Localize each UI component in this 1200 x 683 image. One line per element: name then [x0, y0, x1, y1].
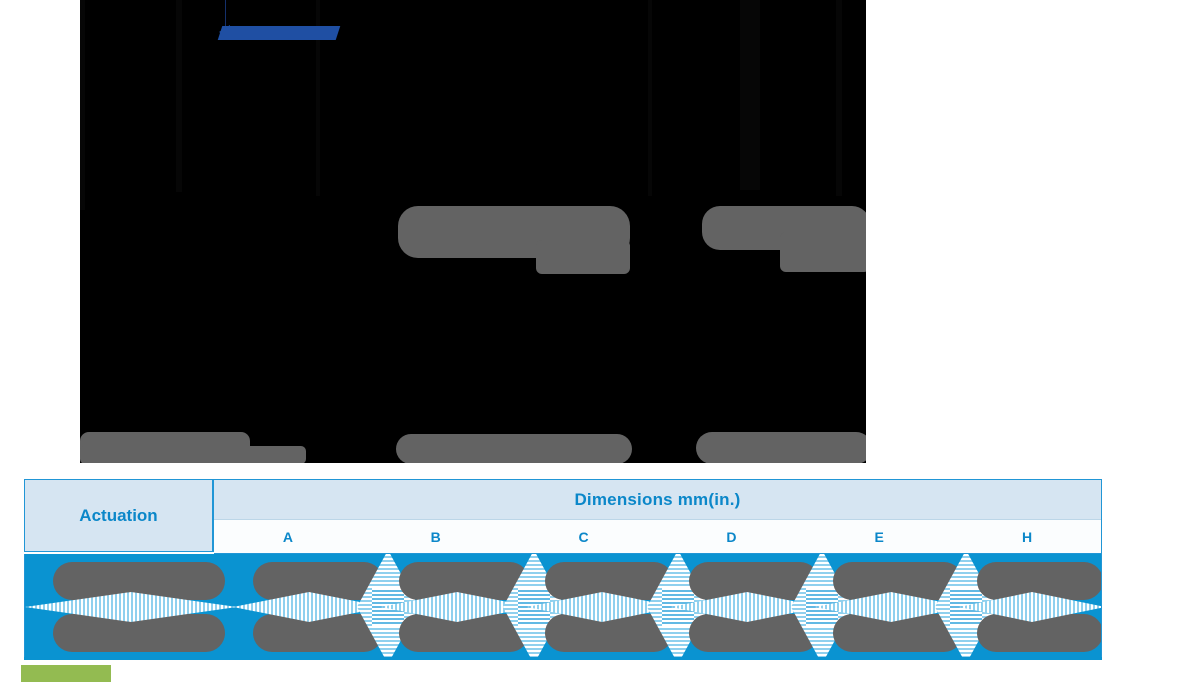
drawing-stroke	[176, 0, 182, 192]
column-header-d: D	[726, 528, 737, 545]
table-row	[24, 554, 1102, 660]
column-header-a: A	[282, 528, 293, 545]
redaction-block	[80, 446, 306, 463]
column-header-b: B	[430, 528, 441, 545]
drawing-stroke	[316, 0, 320, 196]
drawing-stroke	[80, 0, 85, 210]
dimension-letters-row: A B C D E H	[214, 520, 1101, 553]
redaction-block	[780, 232, 866, 272]
blue-accent-bar	[24, 657, 1102, 660]
column-header-actuation: Actuation	[24, 479, 214, 552]
redaction-block	[536, 240, 630, 274]
technical-drawing-panel	[80, 0, 866, 463]
redaction-block	[253, 614, 383, 652]
column-header-c: C	[578, 528, 589, 545]
redaction-block	[396, 434, 632, 463]
drawing-stroke	[648, 0, 652, 196]
leader-arrow-icon	[217, 26, 341, 40]
column-header-dimensions: Dimensions mm(in.)	[214, 480, 1101, 520]
leader-tick	[225, 0, 226, 28]
column-header-e: E	[874, 528, 884, 545]
green-accent-tag	[21, 665, 111, 682]
drawing-stroke	[836, 0, 842, 196]
column-header-h: H	[1021, 528, 1033, 545]
dimensions-table: Actuation Dimensions mm(in.) A B C D E H	[24, 479, 1102, 660]
table-header-row: Actuation Dimensions mm(in.) A B C D E H	[24, 479, 1102, 554]
redaction-block	[696, 432, 866, 463]
drawing-stroke	[740, 0, 760, 190]
dimensions-header-group: Dimensions mm(in.) A B C D E H	[214, 479, 1102, 554]
redaction-block	[253, 562, 383, 600]
